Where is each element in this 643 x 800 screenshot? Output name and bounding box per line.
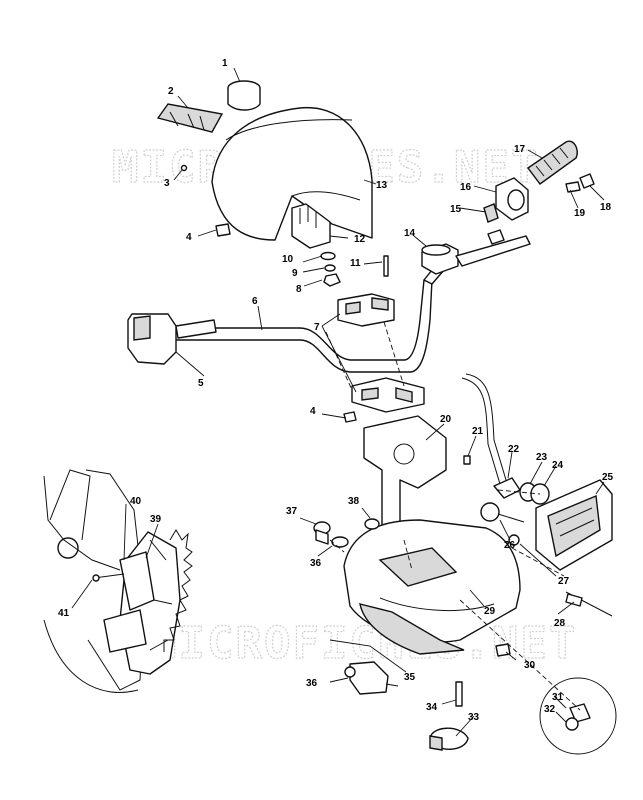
callout-35: 35 <box>404 672 416 683</box>
callout-19: 19 <box>574 208 586 219</box>
callout-4-lower: 4 <box>310 406 316 417</box>
switch-36-lower <box>344 661 399 695</box>
callout-23: 23 <box>536 452 548 463</box>
callout-1: 1 <box>222 58 228 69</box>
switch-22 <box>493 477 521 499</box>
callout-41: 41 <box>58 608 70 619</box>
handlebar <box>147 249 457 373</box>
callout-20: 20 <box>440 414 452 425</box>
brake-lever-assembly <box>421 229 531 275</box>
rod-26 <box>497 513 525 523</box>
callout-21: 21 <box>472 426 484 437</box>
light-bracket <box>291 203 331 249</box>
callout-7: 7 <box>314 322 320 333</box>
grommet-38 <box>364 518 380 530</box>
plug-18 <box>579 173 595 189</box>
clip-4a <box>215 223 231 237</box>
callout-9: 9 <box>292 268 298 279</box>
callout-37: 37 <box>286 506 298 517</box>
leader-lines <box>71 67 605 737</box>
throttle-housing <box>483 177 529 223</box>
callout-26: 26 <box>504 540 516 551</box>
callout-36-upper: 36 <box>310 558 322 569</box>
brake-inset <box>43 469 181 693</box>
align-4 <box>403 539 413 571</box>
sprocket-teeth <box>163 529 193 652</box>
nut-8 <box>323 273 341 287</box>
callout-16: 16 <box>460 182 472 193</box>
switch-37 <box>313 521 331 545</box>
align-5 <box>497 489 541 495</box>
align-6 <box>459 599 581 711</box>
callout-34: 34 <box>426 702 438 713</box>
lower-cover <box>343 519 521 655</box>
callout-36-lower: 36 <box>306 678 318 689</box>
callout-24: 24 <box>552 460 564 471</box>
throttle-cable-inner <box>461 377 501 485</box>
callout-33: 33 <box>468 712 480 723</box>
oring-27 <box>508 534 520 546</box>
callout-8: 8 <box>296 284 302 295</box>
hose-clamp <box>429 727 469 751</box>
callout-28: 28 <box>554 618 566 629</box>
bolt-11 <box>383 255 389 277</box>
callout-30: 30 <box>524 660 536 671</box>
clip-30 <box>495 643 511 657</box>
screw-21 <box>463 455 471 465</box>
callout-14: 14 <box>404 228 416 239</box>
callout-12: 12 <box>354 234 366 245</box>
callout-11: 11 <box>350 258 361 269</box>
callout-17: 17 <box>514 144 526 155</box>
washer-10 <box>320 251 336 261</box>
callout-4: 4 <box>186 232 192 243</box>
handlebar-clamp-upper <box>337 293 395 327</box>
master-cylinder-left <box>127 313 217 365</box>
bulb-detail <box>539 677 617 755</box>
callout-labels: 1 2 3 4 5 6 7 8 9 10 11 12 13 14 15 16 1… <box>58 58 614 723</box>
align-7 <box>511 547 565 577</box>
callout-3: 3 <box>164 178 170 189</box>
callout-10: 10 <box>282 254 294 265</box>
hand-grip <box>527 140 578 185</box>
bezel-36 <box>331 536 349 548</box>
callout-6: 6 <box>252 296 258 307</box>
screw-19 <box>565 181 581 193</box>
callout-38: 38 <box>348 496 360 507</box>
gear-26 <box>480 502 500 522</box>
align-3 <box>329 539 345 553</box>
cable-end-28 <box>565 593 583 607</box>
handlebar-clamp-lower <box>351 377 425 413</box>
switch-housing <box>156 103 224 133</box>
callout-32: 32 <box>544 704 556 715</box>
callout-40: 40 <box>130 496 142 507</box>
callout-39: 39 <box>150 514 162 525</box>
callout-29: 29 <box>484 606 496 617</box>
washer-9 <box>324 264 336 272</box>
screw-34 <box>455 681 463 707</box>
lamp-socket <box>227 80 261 111</box>
screw-3 <box>180 164 188 172</box>
callout-22: 22 <box>508 444 520 455</box>
callout-13: 13 <box>376 180 388 191</box>
pod-cover <box>211 106 373 241</box>
callout-5: 5 <box>198 378 204 389</box>
watermark-bottom: MICROFICHES.NET <box>150 618 577 669</box>
callout-25: 25 <box>602 472 614 483</box>
throttle-cable <box>465 373 507 481</box>
callout-18: 18 <box>600 202 612 213</box>
headlight <box>535 479 613 571</box>
align-2 <box>383 321 405 387</box>
callout-15: 15 <box>450 204 462 215</box>
callout-31: 31 <box>552 692 564 703</box>
callout-2: 2 <box>168 86 174 97</box>
callout-27: 27 <box>558 576 570 587</box>
